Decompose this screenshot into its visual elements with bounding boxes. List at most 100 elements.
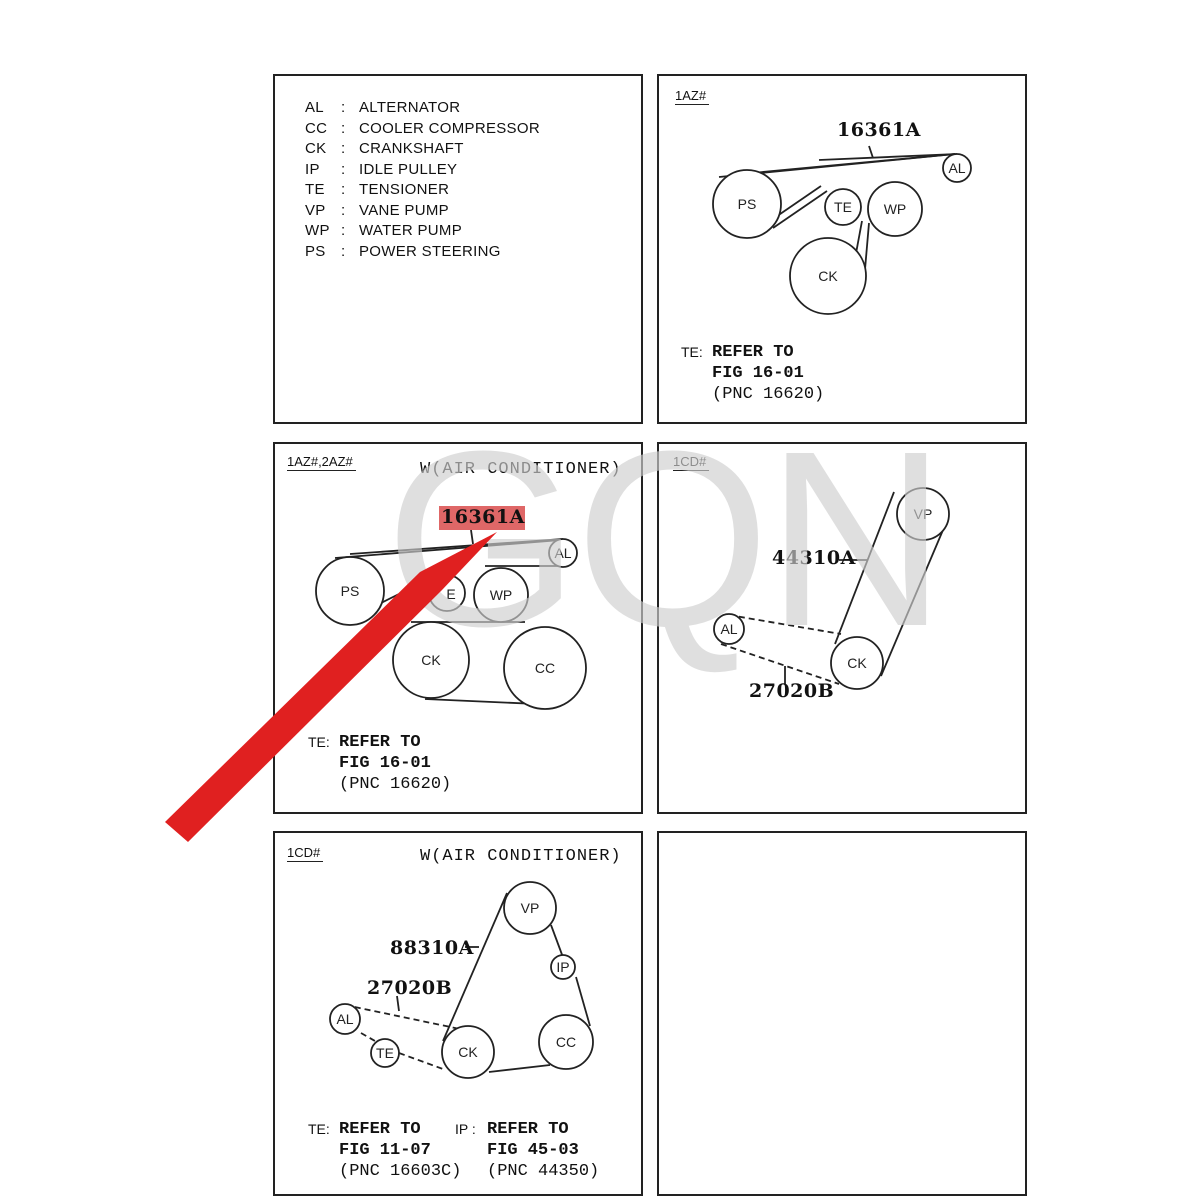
- legend-code: CC: [305, 119, 328, 137]
- reference-note: REFER TO FIG 45-03 (PNC 44350): [487, 1119, 599, 1182]
- pulley-label: AL: [720, 621, 737, 637]
- legend-name: ALTERNATOR: [359, 99, 461, 116]
- legend-code: CK: [305, 140, 327, 157]
- reference-note: REFER TO FIG 16-01 (PNC 16620): [339, 732, 451, 795]
- note-label: IP :: [455, 1121, 476, 1137]
- panel-empty: [657, 831, 1027, 1196]
- belt-diagram-1az-2az: PS AL E WP CK CC: [315, 529, 587, 710]
- pulley-ps: [712, 169, 782, 239]
- legend-row: TE: TENSIONER: [305, 180, 540, 201]
- pulley-cc: [538, 1014, 594, 1070]
- belt-diagram-1az: PS AL TE WP CK: [712, 145, 972, 315]
- legend-name: CRANKSHAFT: [359, 140, 464, 157]
- legend-code: PS: [305, 242, 326, 260]
- legend-colon: :: [341, 242, 346, 260]
- reference-note: REFER TO FIG 11-07 (PNC 16603C): [339, 1119, 461, 1182]
- ref-line: REFER TO: [712, 343, 794, 362]
- pulley-label: PS: [341, 583, 360, 599]
- pulley-ip: [550, 954, 576, 980]
- pulley-cc: [503, 626, 587, 710]
- condition-label: W(AIR CONDITIONER): [420, 460, 622, 479]
- pulley-label: CC: [556, 1034, 576, 1050]
- legend-code: TE: [305, 181, 325, 198]
- pulley-label: AL: [336, 1011, 353, 1027]
- pulley-wp: [867, 181, 923, 237]
- legend-code: VP: [305, 201, 326, 219]
- pulley-al: [713, 613, 745, 645]
- part-number: 16361A: [441, 506, 525, 528]
- pulley-label: VP: [914, 506, 933, 522]
- belt-diagram-1cd: VP AL CK: [713, 487, 950, 690]
- legend-name: WATER PUMP: [359, 222, 462, 239]
- ref-line: (PNC 16603C): [339, 1162, 462, 1181]
- legend-row: VP: VANE PUMP: [305, 201, 540, 222]
- pulley-ck: [789, 237, 867, 315]
- ref-line: FIG 16-01: [339, 754, 431, 773]
- ref-line: FIG 11-07: [339, 1141, 431, 1160]
- belt-segment: [772, 190, 828, 229]
- legend-row: AL: ALTERNATOR: [305, 98, 540, 119]
- pulley-label: CK: [421, 652, 441, 668]
- legend-row: PS: POWER STEERING: [305, 242, 540, 263]
- pulley-vp: [503, 881, 557, 935]
- panel-1cd: VP AL CK 1CD# 44310A 27020B: [657, 442, 1027, 814]
- panel-1az-2az-ac: PS AL E WP CK CC 1AZ#,2AZ# W(AIR CONDITI…: [273, 442, 643, 814]
- legend-code: IP: [305, 160, 320, 178]
- legend-colon: :: [341, 99, 346, 116]
- ref-line: (PNC 16620): [712, 385, 825, 404]
- legend-name: VANE PUMP: [359, 201, 449, 219]
- legend-row: WP: WATER PUMP: [305, 221, 540, 242]
- pulley-al: [942, 153, 972, 183]
- legend-colon: :: [341, 160, 346, 178]
- part-highlight: [439, 506, 525, 530]
- part-number: 16361A: [837, 119, 921, 141]
- pulley-label: CC: [535, 660, 555, 676]
- note-label: TE:: [681, 344, 703, 360]
- pulley-label: IP: [556, 959, 569, 975]
- pulley-label: TE: [834, 199, 852, 215]
- pulley-te: [824, 188, 862, 226]
- note-label: TE:: [308, 1121, 330, 1137]
- ref-line: REFER TO: [339, 733, 421, 752]
- engine-tag: 1AZ#,2AZ#: [287, 454, 356, 471]
- legend-colon: :: [341, 119, 346, 137]
- pulley-te: [370, 1038, 400, 1068]
- reference-note: REFER TO FIG 16-01 (PNC 16620): [712, 342, 824, 405]
- legend-colon: :: [341, 222, 346, 239]
- pulley-al: [548, 538, 578, 568]
- pulley-label: PS: [738, 196, 757, 212]
- legend-code: WP: [305, 222, 330, 239]
- pulley-label: WP: [490, 587, 513, 603]
- ref-line: FIG 45-03: [487, 1141, 579, 1160]
- legend-colon: :: [341, 181, 346, 198]
- panel-1cd-ac: VP IP AL TE CK CC 1CD# W(AIR CONDITIONER…: [273, 831, 643, 1196]
- pulley-ck: [830, 636, 884, 690]
- engine-tag: 1CD#: [287, 845, 324, 862]
- pulley-ck: [441, 1025, 495, 1079]
- legend-name: TENSIONER: [359, 181, 450, 198]
- panel-1az: PS AL TE WP CK 1AZ# 16361A TE: REFER TO …: [657, 74, 1027, 424]
- ref-line: REFER TO: [487, 1120, 569, 1139]
- legend-row: CK:CRANKSHAFT: [305, 139, 540, 160]
- note-label: TE:: [308, 734, 330, 750]
- part-number: 88310A: [390, 937, 474, 959]
- legend-name: POWER STEERING: [359, 242, 501, 260]
- belt-diagram-1cd-ac: VP IP AL TE CK CC: [329, 881, 594, 1079]
- engine-tag: 1CD#: [673, 454, 710, 471]
- pulley-label: TE: [376, 1045, 394, 1061]
- ref-line: (PNC 16620): [339, 775, 452, 794]
- pulley-label: AL: [554, 545, 571, 561]
- condition-label: W(AIR CONDITIONER): [420, 847, 622, 866]
- legend-name: IDLE PULLEY: [359, 160, 458, 178]
- ref-line: FIG 16-01: [712, 364, 804, 383]
- pulley-label: CK: [847, 655, 867, 671]
- part-leader-line: [396, 995, 400, 1012]
- legend-code: AL: [305, 99, 324, 116]
- part-leader-line: [470, 529, 474, 545]
- legend-name: COOLER COMPRESSOR: [359, 119, 540, 137]
- part-number: 27020B: [749, 680, 835, 702]
- legend-colon: :: [341, 201, 346, 219]
- pulley-label: CK: [818, 268, 838, 284]
